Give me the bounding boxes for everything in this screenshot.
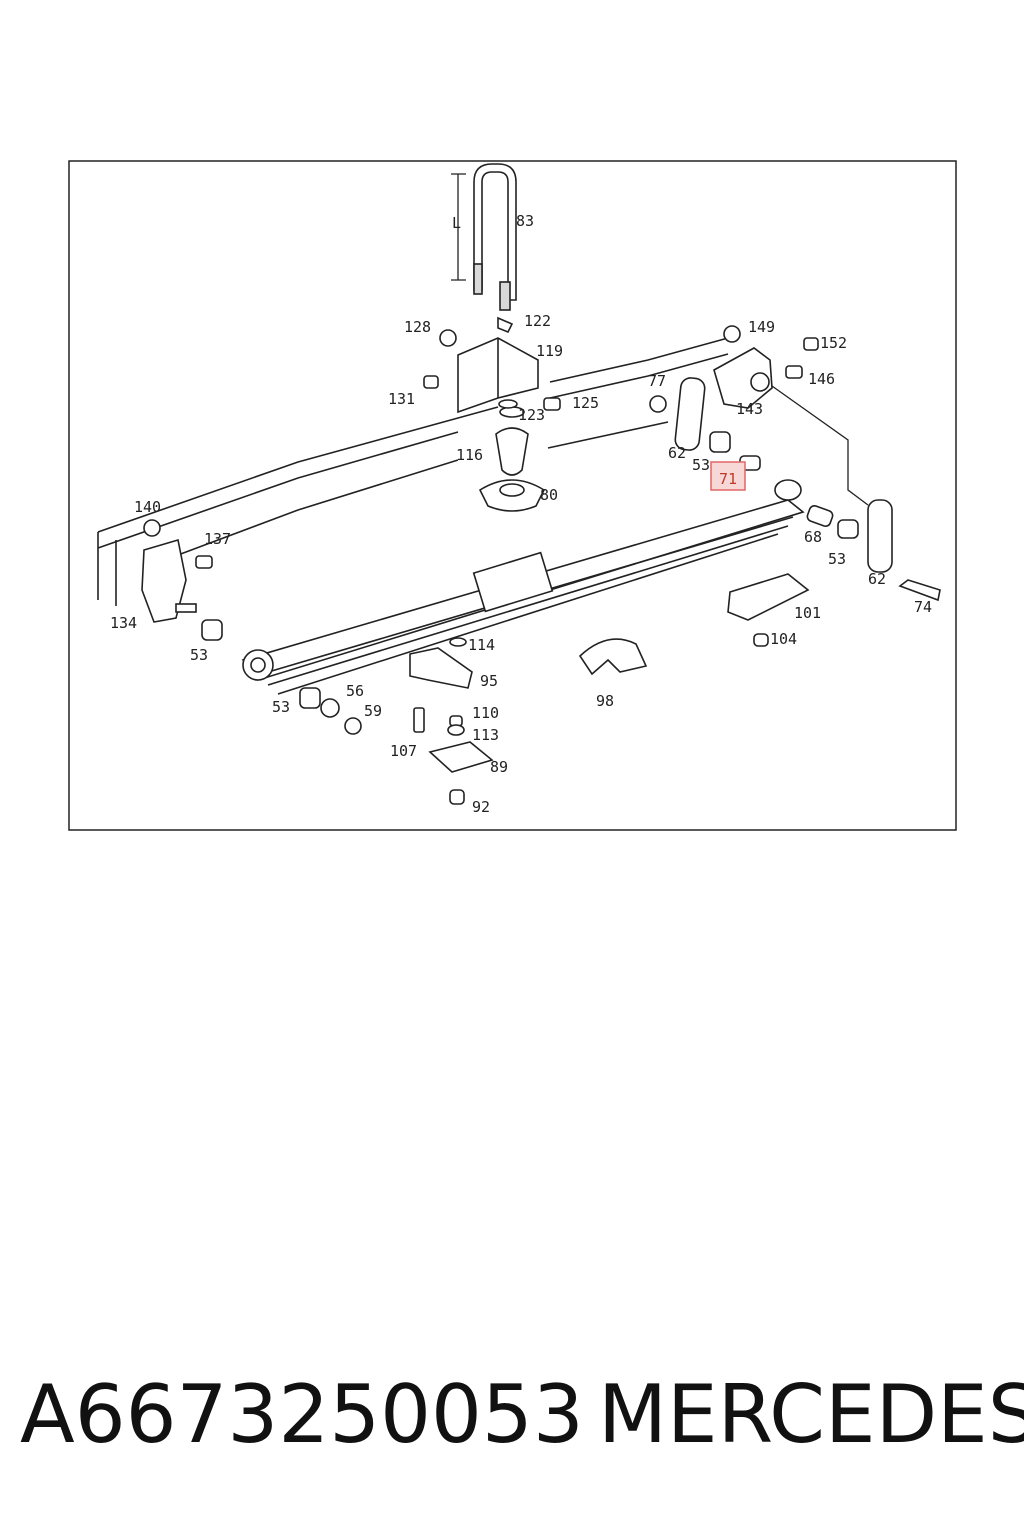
callout-95: 95 bbox=[480, 672, 498, 690]
callout-53b: 53 bbox=[828, 550, 846, 568]
callout-116: 116 bbox=[456, 446, 483, 464]
rear-hanger-bracket bbox=[713, 347, 869, 506]
u-bolt bbox=[451, 163, 517, 311]
callout-104: 104 bbox=[770, 630, 797, 648]
exploded-view-drawing: L 83 128 122 119 149 152 146 131 125 123… bbox=[68, 160, 957, 831]
callout-53c: 53 bbox=[190, 646, 208, 664]
shackle-plate bbox=[674, 377, 893, 573]
callout-114: 114 bbox=[468, 636, 495, 654]
callout-98: 98 bbox=[596, 692, 614, 710]
callout-131: 131 bbox=[388, 390, 415, 408]
callout-125: 125 bbox=[572, 394, 599, 412]
lower-mount-parts bbox=[409, 573, 810, 805]
callout-53d: 53 bbox=[272, 698, 290, 716]
callout-128: 128 bbox=[404, 318, 431, 336]
callout-53: 53 bbox=[692, 456, 710, 474]
bump-stop-bracket bbox=[457, 337, 539, 414]
callout-137: 137 bbox=[204, 530, 231, 548]
callout-83: 83 bbox=[516, 212, 534, 230]
callout-labels: 83 128 122 119 149 152 146 131 125 123 7… bbox=[110, 212, 932, 816]
callout-146: 146 bbox=[808, 370, 835, 388]
frame-rail bbox=[97, 337, 729, 606]
callout-74: 74 bbox=[914, 598, 932, 616]
part-number: A6673250053 bbox=[20, 1368, 584, 1461]
callout-152: 152 bbox=[820, 334, 847, 352]
brand-name: MERCEDES bbox=[598, 1368, 1024, 1461]
callout-113: 113 bbox=[472, 726, 499, 744]
callout-140: 140 bbox=[134, 498, 161, 516]
callout-71: 71 bbox=[719, 470, 737, 488]
callout-62b: 62 bbox=[868, 570, 886, 588]
callout-92: 92 bbox=[472, 798, 490, 816]
callout-149: 149 bbox=[748, 318, 775, 336]
callout-80: 80 bbox=[540, 486, 558, 504]
callout-56: 56 bbox=[346, 682, 364, 700]
callout-77: 77 bbox=[648, 372, 666, 390]
callout-123: 123 bbox=[518, 406, 545, 424]
callout-110: 110 bbox=[472, 704, 499, 722]
callout-62: 62 bbox=[668, 444, 686, 462]
callout-107: 107 bbox=[390, 742, 417, 760]
callout-59: 59 bbox=[364, 702, 382, 720]
bump-stop bbox=[495, 406, 529, 476]
front-hanger-bracket bbox=[141, 538, 197, 623]
highlight-box bbox=[710, 461, 746, 491]
callout-101: 101 bbox=[794, 604, 821, 622]
spring-seat bbox=[478, 479, 546, 512]
leaf-spring bbox=[241, 479, 805, 695]
callout-119: 119 bbox=[536, 342, 563, 360]
dimension-label: L bbox=[452, 214, 461, 232]
callout-89: 89 bbox=[490, 758, 508, 776]
callout-143: 143 bbox=[736, 400, 763, 418]
callout-68: 68 bbox=[804, 528, 822, 546]
caption: A6673250053 MERCEDES bbox=[0, 1368, 1024, 1478]
callout-122: 122 bbox=[524, 312, 551, 330]
parts-diagram: L 83 128 122 119 149 152 146 131 125 123… bbox=[68, 160, 957, 831]
callout-134: 134 bbox=[110, 614, 137, 632]
